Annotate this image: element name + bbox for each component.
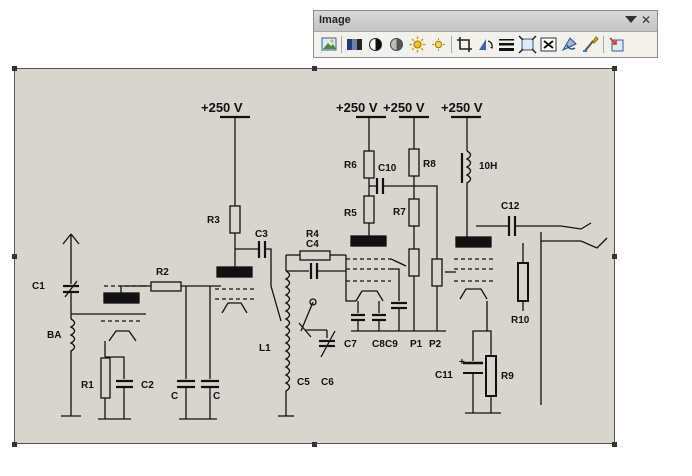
image-toolbar: Image ✕ [313,10,658,58]
supply-label-1: +250 V [201,100,243,115]
label-r7: R7 [393,207,406,218]
reset-picture-icon[interactable] [607,35,626,54]
label-p2: P2 [429,339,442,350]
supply-label-3: +250 V [383,100,425,115]
resize-handle-right[interactable] [612,254,617,259]
close-icon[interactable]: ✕ [640,13,651,27]
label-c11: C11 [435,370,453,381]
label-r2: R2 [156,267,169,278]
compress-pictures-icon[interactable] [518,35,537,54]
rotate-left-icon[interactable] [476,35,495,54]
label-c-b: C [213,391,220,402]
label-r4: R4 [306,229,319,240]
label-c5: C5 [297,377,310,388]
label-c1: C1 [32,281,45,292]
more-brightness-icon[interactable] [408,35,427,54]
selected-picture[interactable]: +250 V +250 V +250 V +250 V C1 BA R1 C2 … [14,68,615,444]
label-c10: C10 [378,163,397,174]
label-r8: R8 [423,159,436,170]
radio-schematic: +250 V +250 V +250 V +250 V C1 BA R1 C2 … [32,100,608,420]
label-r1: R1 [81,380,94,391]
label-c7: C7 [344,339,357,350]
less-contrast-icon[interactable] [387,35,406,54]
color-icon[interactable] [345,35,364,54]
label-c9: C9 [385,339,398,350]
label-c12: C12 [501,201,520,212]
line-style-icon[interactable] [497,35,516,54]
resize-handle-top[interactable] [312,66,317,71]
resize-handle-bottom-right[interactable] [612,442,617,447]
label-r9: R9 [501,371,514,382]
resize-handle-top-left[interactable] [12,66,17,71]
label-c2: C2 [141,380,154,391]
set-transparent-color-icon[interactable] [581,35,600,54]
toolbar-title-bar[interactable]: Image ✕ [314,11,657,32]
label-c4: C4 [306,239,319,250]
label-r10: R10 [511,315,530,326]
label-plus: + [459,357,465,368]
more-contrast-icon[interactable] [366,35,385,54]
label-p1: P1 [410,339,423,350]
less-brightness-icon[interactable] [429,35,448,54]
label-ba: BA [47,330,61,341]
resize-handle-bottom-left[interactable] [12,442,17,447]
label-r6: R6 [344,160,357,171]
text-wrapping-icon[interactable] [539,35,558,54]
format-picture-icon[interactable] [560,35,579,54]
label-c3: C3 [255,229,268,240]
label-r3: R3 [207,215,220,226]
resize-handle-top-right[interactable] [612,66,617,71]
toolbar-title: Image [319,14,351,26]
label-c-a: C [171,391,178,402]
crop-icon[interactable] [455,35,474,54]
toolbar-buttons [318,35,653,55]
toolbar-options-icon[interactable] [625,16,637,23]
resize-handle-bottom[interactable] [312,442,317,447]
resize-handle-left[interactable] [12,254,17,259]
supply-label-4: +250 V [441,100,483,115]
label-c8: C8 [372,339,385,350]
label-r5: R5 [344,208,357,219]
label-c6: C6 [321,377,334,388]
label-l1: L1 [259,343,271,354]
label-10h: 10H [479,161,497,172]
supply-label-2: +250 V [336,100,378,115]
insert-picture-icon[interactable] [320,35,339,54]
